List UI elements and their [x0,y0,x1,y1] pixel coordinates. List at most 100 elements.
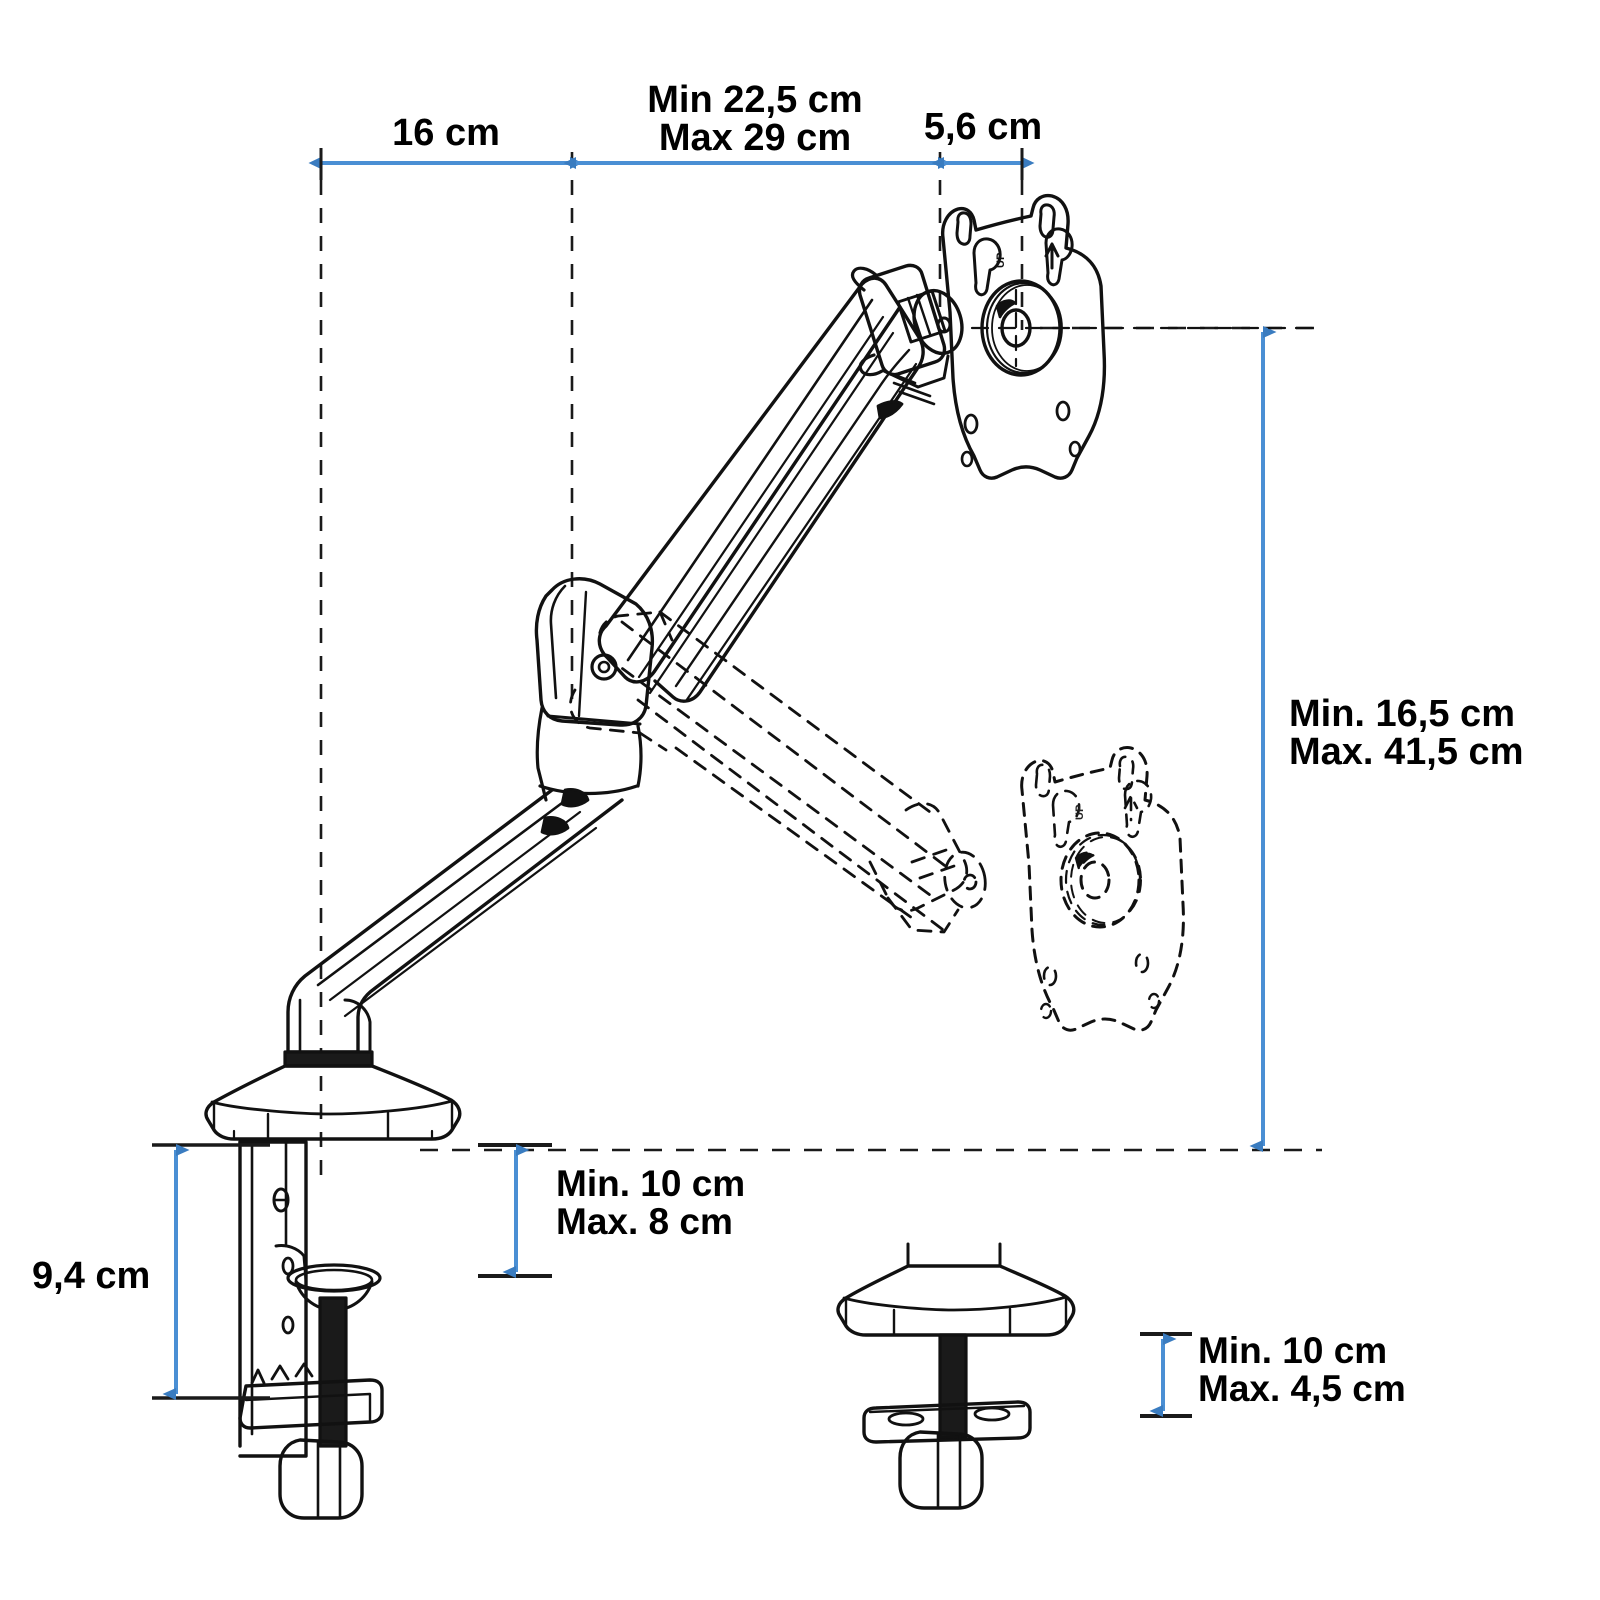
tilt-pivot-hole [936,316,952,334]
elbow-collar-right [636,724,643,788]
elbow-edge-right [644,646,654,708]
tilt-head-body [857,263,947,377]
ghost-vesa-keyhole-ul [1034,763,1052,798]
elbow-bottom-seam [546,714,642,726]
grommet-plate-slot-left [887,1411,925,1427]
ghost-tilt-head-base [886,896,960,934]
ghost-arm-inner-1 [658,610,932,814]
dim-label-height-max: Max. 41,5 cm [1289,731,1523,773]
grommet-cap-top-edge [842,1295,1068,1312]
vesa-up-label: UP [995,253,1007,268]
dim-label-reach-arm-max: Max 29 cm [659,117,851,159]
ghost-tilt-pivot-hole [962,873,978,891]
clamp-teeth [250,1362,314,1385]
tilt-head-base-edge [882,354,950,389]
top-dimension-chain [308,148,1035,180]
ghost-vesa-keyhole-r [1123,779,1153,839]
dim-label-head-depth: 5,6 cm [924,106,1042,148]
ghost-vesa-keyhole-l [1051,789,1081,849]
tilt-head-assembly [850,263,964,406]
ghost-vesa-boss-notch [1074,851,1096,871]
ghost-vesa-boss-hole [1079,860,1111,900]
elbow-joint [534,577,655,802]
clamp-foot-plate [238,1378,384,1430]
base-cap-side-edges [212,1100,454,1132]
dim-label-reach-base: 16 cm [392,112,500,154]
clamp-shoulder [274,1244,308,1282]
ghost-vesa-up-arrow-icon [1123,794,1139,822]
clamp-thickness-dimension [478,1143,552,1278]
ghost-arm-edge-bottom [636,698,948,934]
vesa-keyhole-upper-left-stem [955,211,973,246]
vesa-hole-bottom-left [960,450,974,468]
ghost-vesa-hole-br [1147,992,1161,1010]
base-cap-corner-ticks [232,1129,434,1141]
base-collar [283,1050,374,1068]
dim-label-clamp-height: 9,4 cm [32,1255,150,1297]
clamp-washer-inner [294,1268,374,1292]
dim-label-reach-arm-min: Min 22,5 cm [647,79,862,121]
clamp-height-dimension [152,1143,270,1400]
ghost-vesa-outline [1020,746,1185,1032]
elbow-collar-left [535,706,548,802]
grommet-knob-ribs [936,1432,962,1510]
elbow-collar-bottom [538,784,639,796]
vesa-keyhole-left [972,237,1002,297]
clamp-knob-ribs [316,1440,342,1520]
vesa-hole-lower-left [963,413,979,435]
base-cap-top-edge [210,1099,454,1116]
tilt-pivot-disc [912,288,964,356]
upper-arm-edge-3 [648,331,895,695]
gas-spring-upper-arm [597,276,925,703]
lower-arm-notch-1 [540,816,570,836]
ghost-vesa-hole-lr [1134,952,1150,974]
dim-label-clamp-thickness-min: Min. 10 cm [556,1163,745,1204]
dim-label-height-min: Min. 16,5 cm [1289,693,1515,735]
vesa-hole-bottom-right [1068,440,1082,458]
upper-arm-lower-shell [653,305,925,703]
dim-label-grommet-thickness-max: Max. 4,5 cm [1198,1368,1406,1409]
upper-arm-lower-edge-1 [674,348,911,688]
vesa-keyhole-right [1044,227,1074,287]
vesa-hole-lower-right [1055,400,1071,422]
grommet-cap-facets [892,1307,1012,1337]
upper-arm-edge-2 [637,315,885,679]
elbow-edge-left [549,584,567,700]
desk-c-clamp [238,1140,384,1520]
ghost-vesa-hole-bl [1039,1002,1053,1020]
ghost-arm-hinge-edge [658,610,674,642]
elbow-pivot-hole [597,660,611,674]
grommet-plate-slot-right [973,1406,1011,1422]
lowered-position-ghost [569,610,987,934]
elbow-edge-mid [577,590,588,718]
ghost-tilt-head-body [864,802,969,913]
lower-arm-edge-2 [328,810,582,1002]
elbow-hidden-edge-1 [535,638,543,703]
upper-arm-detail-notch [876,400,904,420]
grommet-knob [898,1430,984,1510]
clamp-hole-lower [281,1315,295,1335]
clamp-knob [278,1438,364,1520]
grommet-cap-side-edges [844,1296,1068,1328]
base-pillar-cap [204,1050,462,1141]
upper-arm-outer-shell [597,276,902,684]
grommet-threaded-rod [938,1333,968,1439]
dim-label-grommet-thickness-min: Min. 10 cm [1198,1330,1387,1371]
upper-arm-edge-1 [626,298,874,662]
grommet-plate [862,1400,1032,1444]
clamp-threaded-rod [318,1296,348,1448]
ghost-vesa-keyhole-ur [1117,755,1135,791]
lower-arm-pillar-shoulder [343,998,372,1054]
vesa-mounting-plate-lowered [1020,746,1185,1032]
tilt-head-lug-upper [850,266,878,292]
grommet-thickness-dimension [1140,1332,1192,1418]
ghost-arm-hinge-top [597,610,662,657]
ghost-arm-inner-2 [674,746,914,920]
lower-arm-edge-3 [343,826,598,1018]
tilt-head-base-rib [892,381,936,406]
vesa-up-arrow-icon [1044,242,1060,270]
ghost-arm-edge-top2 [620,620,950,870]
ghost-vesa-hole-ll [1042,965,1058,987]
